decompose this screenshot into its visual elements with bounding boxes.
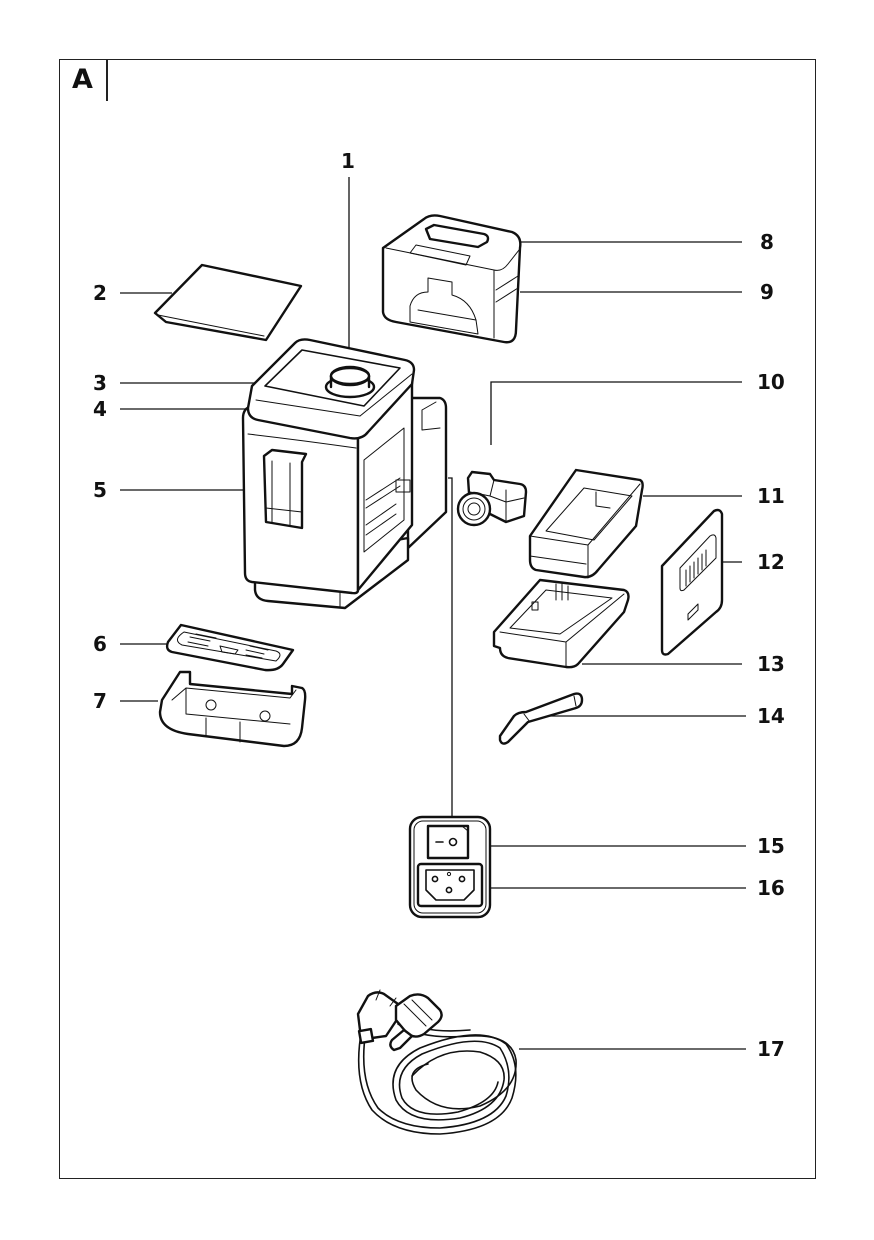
part-16-power-socket [416, 862, 484, 908]
part-label-17: 17 [757, 1037, 785, 1061]
part-label-14: 14 [757, 704, 785, 728]
figure-frame [59, 59, 816, 1179]
leader-10 [490, 381, 742, 445]
part-label-13: 13 [757, 652, 785, 676]
leader-15-16-connector [448, 477, 453, 818]
part-label-8: 8 [760, 230, 774, 254]
part-2-instruction-card [153, 263, 303, 342]
part-label-2: 2 [93, 281, 107, 305]
part-label-7: 7 [93, 689, 107, 713]
part-10-brewing-unit [456, 470, 528, 527]
part-label-3: 3 [93, 371, 107, 395]
part-label-16: 16 [757, 876, 785, 900]
part-8-water-tank-lid-handle [409, 223, 490, 266]
part-machine-body [241, 338, 448, 610]
figure-letter: A [72, 64, 93, 95]
part-label-12: 12 [757, 550, 785, 574]
leader-lines [120, 177, 746, 1050]
part-label-1: 1 [341, 149, 355, 173]
part-label-11: 11 [757, 484, 785, 508]
part-12-service-door [660, 508, 724, 656]
part-14-steam-nozzle [498, 692, 584, 745]
part-label-4: 4 [93, 397, 107, 421]
part-15-power-switch [426, 824, 470, 860]
part-15-16-power-panel [408, 815, 492, 919]
part-9-water-tank [381, 214, 522, 344]
part-label-10: 10 [757, 370, 785, 394]
part-label-5: 5 [93, 478, 107, 502]
part-label-15: 15 [757, 834, 785, 858]
part-13-grounds-tray [492, 578, 630, 669]
part-17-power-cord [356, 989, 517, 1135]
part-label-6: 6 [93, 632, 107, 656]
figure-letter-divider [106, 59, 108, 101]
part-label-9: 9 [760, 280, 774, 304]
part-6-drip-tray-grid [165, 623, 295, 672]
part-7-drip-tray [158, 670, 307, 748]
part-11-grounds-container [528, 468, 644, 579]
